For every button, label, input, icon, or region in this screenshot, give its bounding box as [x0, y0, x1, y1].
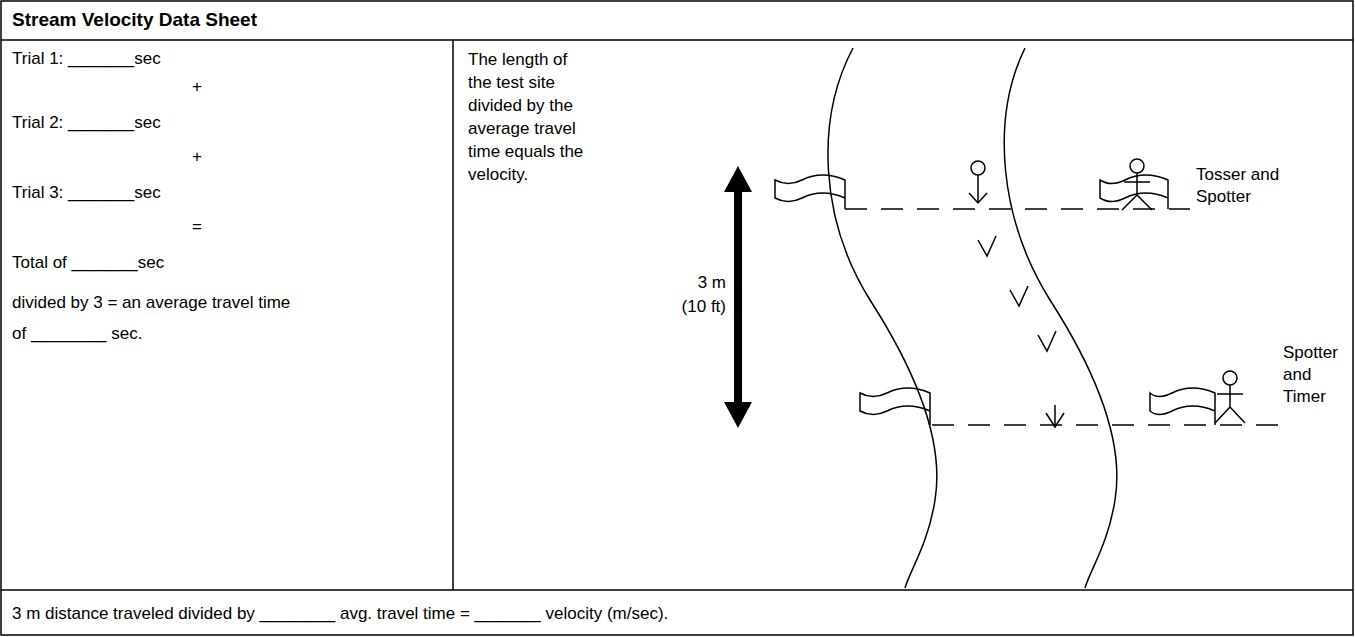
flag — [1100, 175, 1168, 209]
flag — [775, 175, 845, 209]
finish-line — [932, 424, 1280, 426]
float-path-arrow — [1010, 286, 1028, 306]
start-line — [845, 208, 1190, 210]
float-path-arrow — [1046, 405, 1064, 427]
formula-note: The length of the test site divided by t… — [468, 48, 592, 186]
stream-bank — [1004, 48, 1117, 588]
trial-entry: Trial 1: _______sec — [12, 48, 161, 70]
trial-entry: Trial 2: _______sec — [12, 112, 161, 134]
float-path-arrow — [1038, 331, 1056, 351]
flag — [1150, 388, 1215, 425]
role-label: Tosser and Spotter — [1196, 164, 1291, 208]
dimension-label: 3 m — [640, 272, 726, 294]
header-rule — [1, 39, 1353, 41]
sheet-title: Stream Velocity Data Sheet — [12, 9, 257, 31]
float — [971, 161, 985, 175]
operator-sign: + — [192, 76, 202, 98]
trial-entry: Trial 3: _______sec — [12, 182, 161, 204]
float-path-arrow — [978, 236, 996, 256]
footer-rule — [1, 589, 1353, 591]
column-rule — [452, 40, 454, 590]
stick-figure — [1122, 159, 1152, 210]
operator-sign: = — [192, 216, 202, 238]
average-entry: divided by 3 = an average travel time of… — [12, 287, 297, 349]
distance-arrow — [724, 166, 752, 428]
total-entry: Total of _______sec — [12, 252, 164, 274]
float-drop — [969, 175, 987, 203]
role-label: Spotter and Timer — [1283, 342, 1349, 408]
velocity-formula: 3 m distance traveled divided by _______… — [12, 603, 668, 625]
stick-figure — [1215, 371, 1245, 423]
operator-sign: + — [192, 146, 202, 168]
stream-bank — [828, 48, 937, 588]
flag — [860, 388, 930, 425]
dimension-label: (10 ft) — [640, 296, 726, 318]
